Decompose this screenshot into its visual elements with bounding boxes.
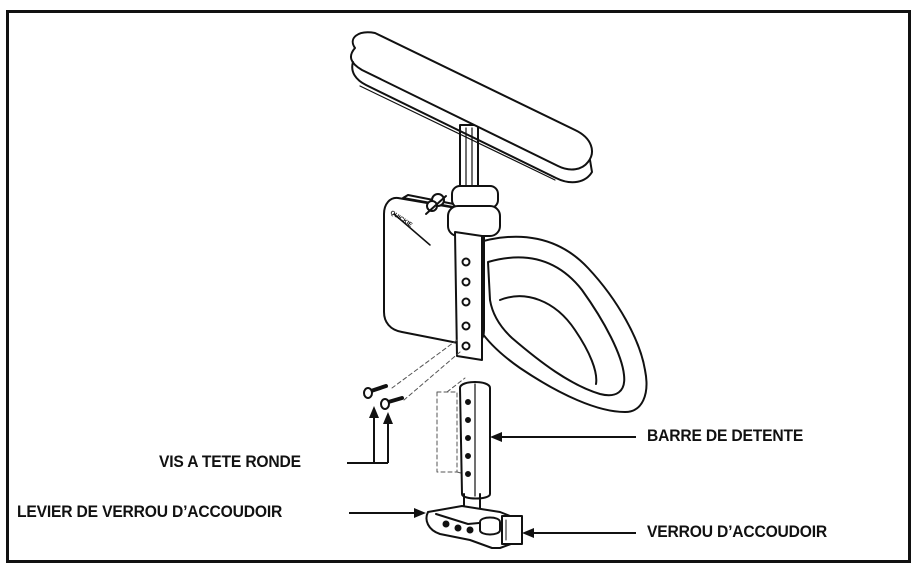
detent-bar — [459, 381, 491, 513]
armrest-post — [425, 124, 501, 237]
label-armrest-lock: VERROU D’ACCOUDOIR — [647, 522, 828, 541]
label-detent-bar: BARRE DE DETENTE — [647, 426, 804, 445]
arm-pad — [349, 31, 593, 184]
armrest-loop — [469, 235, 648, 413]
round-head-screws — [363, 384, 404, 410]
armrest-lock — [425, 505, 523, 549]
label-armrest-lock-lever: LEVIER DE VERROU D’ACCOUDOIR — [17, 502, 283, 521]
receiver-plate — [454, 231, 483, 361]
leader-lines — [347, 412, 636, 534]
label-round-head-screws: VIS A TETE RONDE — [159, 452, 301, 471]
leader-arrowheads — [369, 406, 534, 538]
